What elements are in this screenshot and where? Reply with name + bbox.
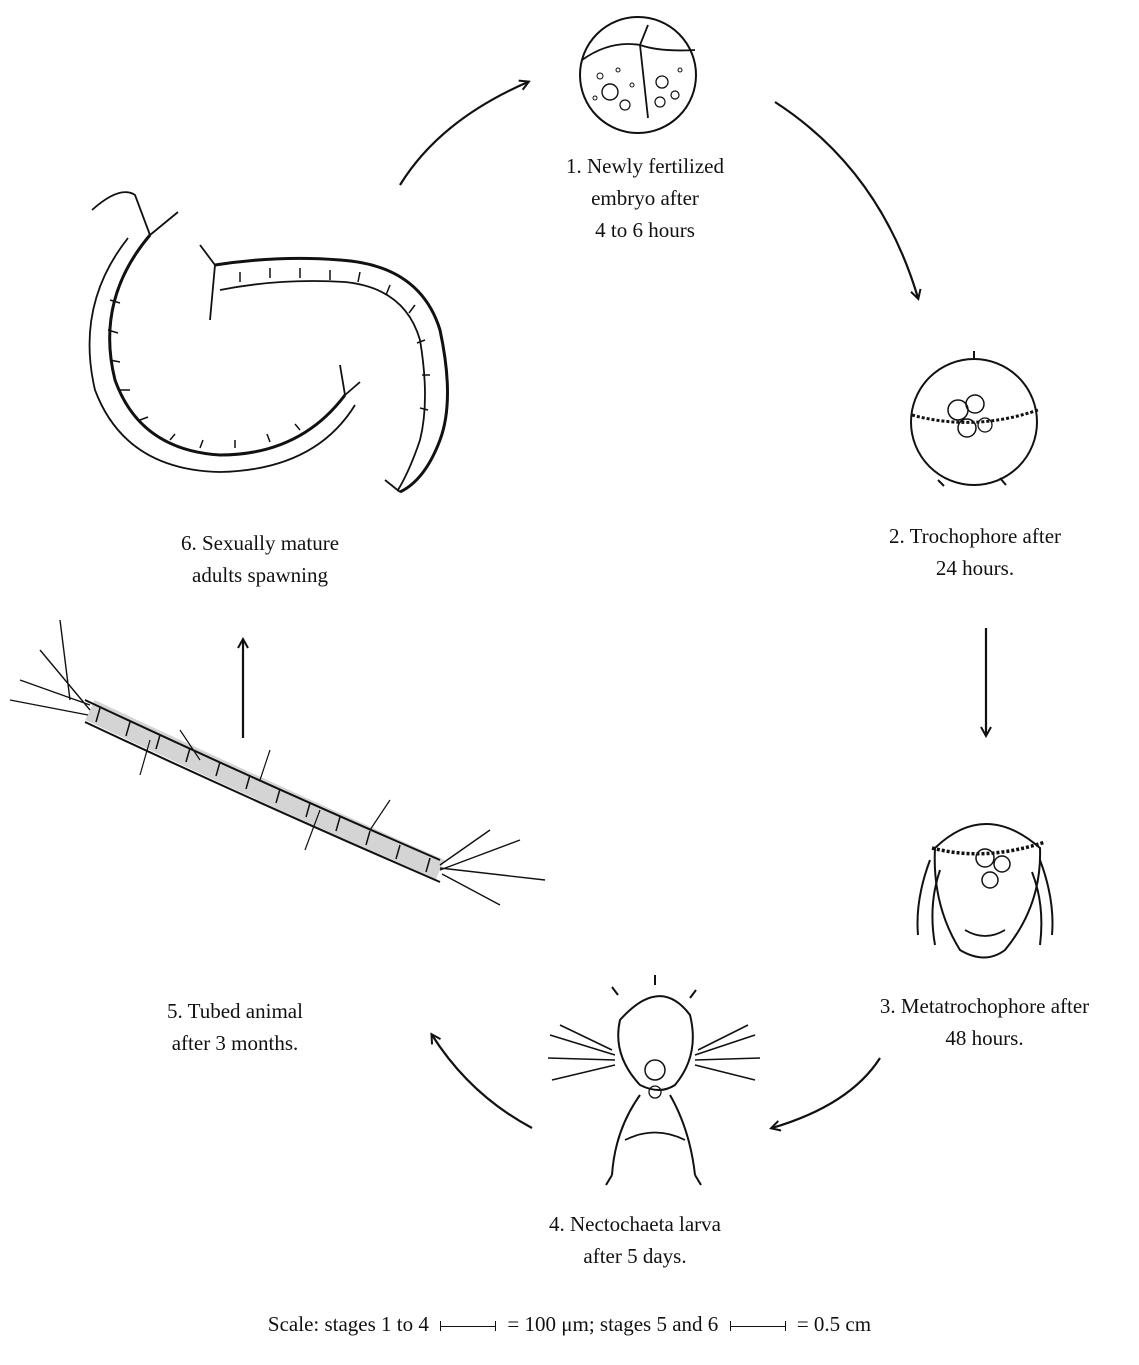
scale-value-small: = 100 μm; stages 5 and 6 (507, 1312, 718, 1336)
stage-1-line-2: embryo after (490, 182, 800, 214)
stage-1-line-1: 1. Newly fertilized (490, 150, 800, 182)
arrow-3-to-4 (772, 1058, 880, 1128)
stage-2-line-2: 24 hours. (840, 552, 1110, 584)
stage-4-line-2: after 5 days. (470, 1240, 800, 1272)
stage-6-label: 6. Sexually mature adults spawning (110, 527, 410, 591)
stage-3-label: 3. Metatrochophore after 48 hours. (830, 990, 1139, 1054)
stage-5-label: 5. Tubed animal after 3 months. (100, 995, 370, 1059)
stage-1-label: 1. Newly fertilized embryo after 4 to 6 … (490, 150, 800, 246)
stage-2-label: 2. Trochophore after 24 hours. (840, 520, 1110, 584)
scale-bar-large-icon (730, 1321, 786, 1331)
trochophore-illustration (911, 351, 1038, 486)
stage-3-line-2: 48 hours. (830, 1022, 1139, 1054)
metatrochophore-illustration (918, 824, 1053, 958)
tubed-animal-illustration (10, 620, 545, 905)
embryo-illustration (580, 17, 696, 133)
stage-4-line-1: 4. Nectochaeta larva (470, 1208, 800, 1240)
stage-6-line-1: 6. Sexually mature (110, 527, 410, 559)
stage-2-line-1: 2. Trochophore after (840, 520, 1110, 552)
spawning-adults-illustration (90, 192, 448, 492)
arrow-4-to-5 (432, 1035, 532, 1128)
stage-5-line-1: 5. Tubed animal (100, 995, 370, 1027)
scale-bar-small-icon (440, 1321, 496, 1331)
stage-6-line-2: adults spawning (110, 559, 410, 591)
scale-value-large: = 0.5 cm (797, 1312, 871, 1336)
stage-1-line-3: 4 to 6 hours (490, 214, 800, 246)
scale-prefix: Scale: stages 1 to 4 (268, 1312, 429, 1336)
stage-5-line-2: after 3 months. (100, 1027, 370, 1059)
stage-3-line-1: 3. Metatrochophore after (830, 990, 1139, 1022)
stage-4-label: 4. Nectochaeta larva after 5 days. (470, 1208, 800, 1272)
nectochaeta-illustration (548, 975, 760, 1185)
scale-note: Scale: stages 1 to 4 = 100 μm; stages 5 … (0, 1312, 1139, 1337)
